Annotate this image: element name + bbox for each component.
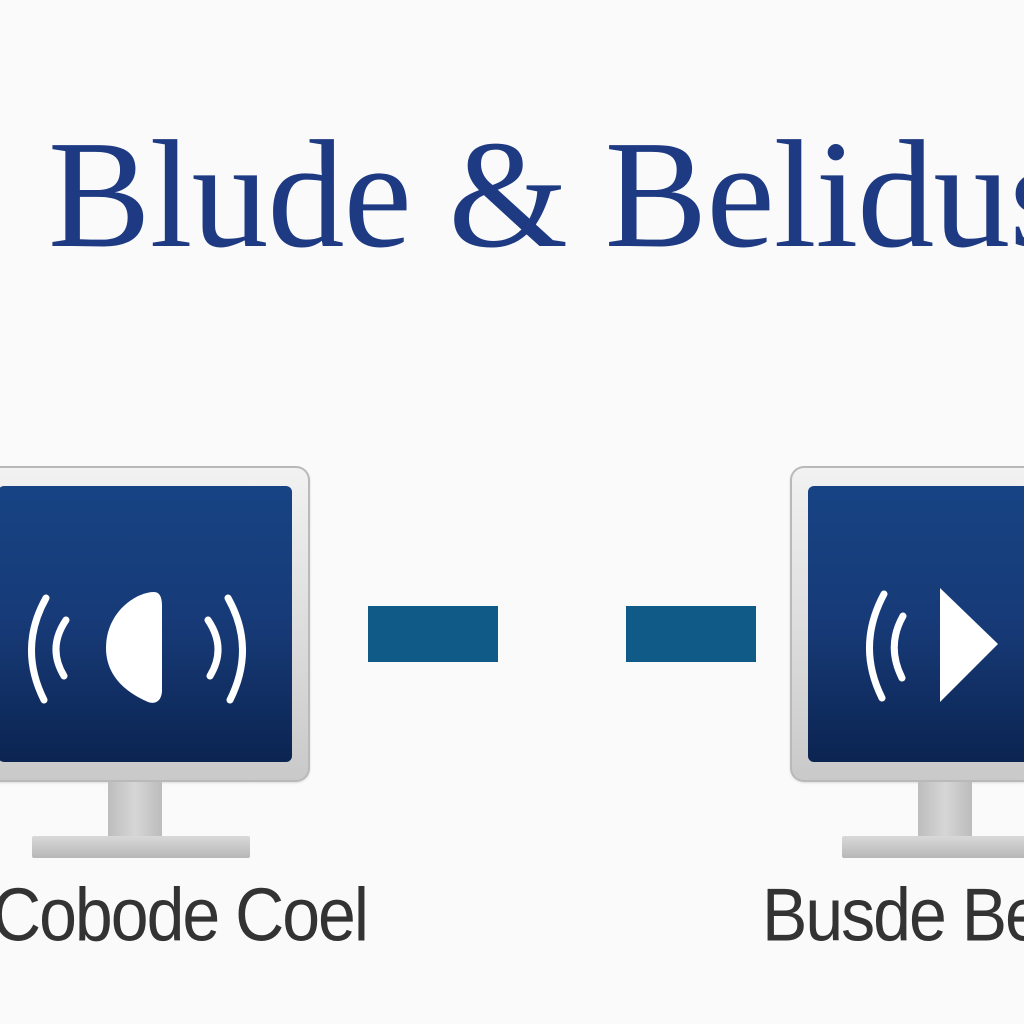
left-monitor-caption: Cobode Coel [0, 873, 369, 958]
left-monitor-neck [108, 782, 162, 836]
right-monitor-stand [842, 836, 1024, 858]
left-monitor-stand [32, 836, 250, 858]
left-monitor-screen [0, 486, 292, 762]
right-monitor-screen [808, 486, 1024, 762]
right-monitor [790, 466, 1024, 861]
connector-bar-left [368, 606, 498, 662]
speaker-wave-icon [866, 588, 998, 702]
speaker-wave-icon [28, 592, 246, 704]
right-monitor-neck [918, 782, 972, 836]
page-title: Blude & Belidusoo [48, 110, 1024, 280]
connector-bar-right [626, 606, 756, 662]
left-monitor [0, 466, 310, 861]
right-monitor-caption: Busde Be [762, 873, 1024, 958]
